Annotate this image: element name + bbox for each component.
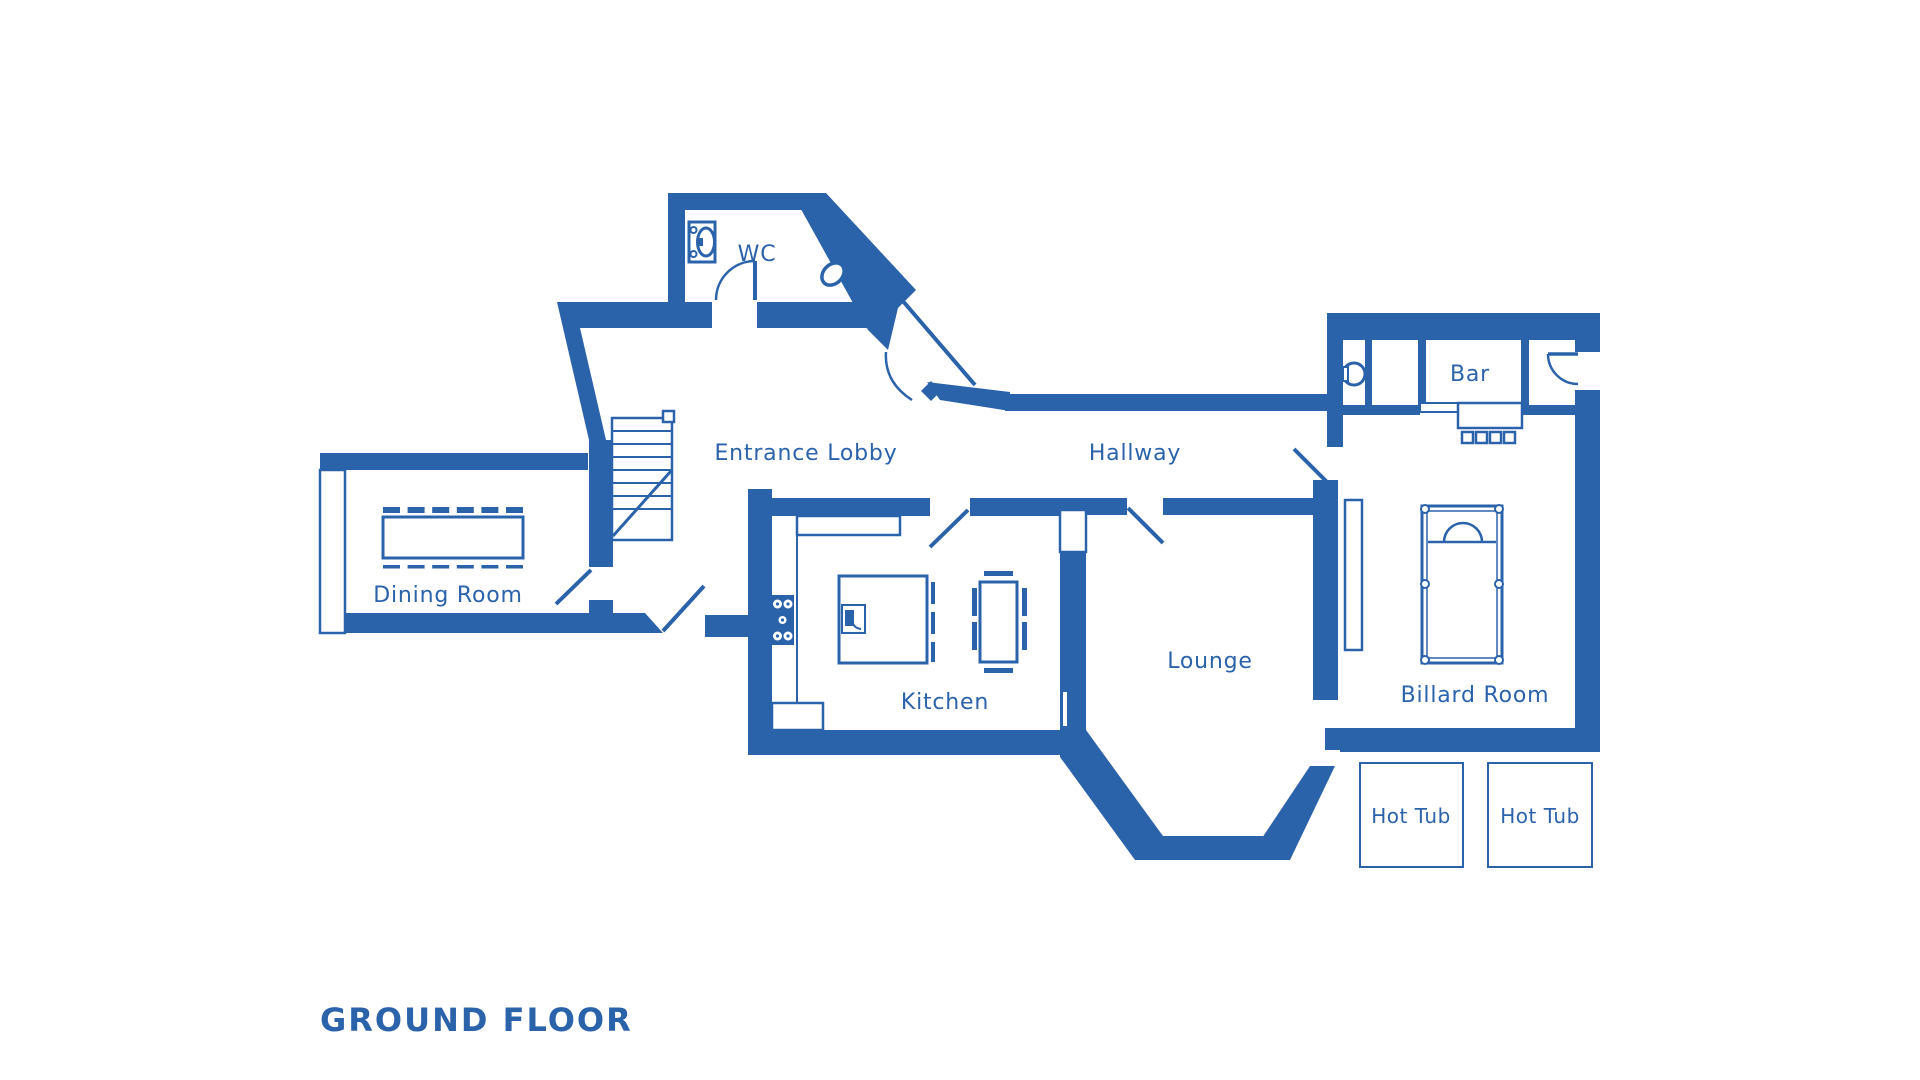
- windows: [318, 468, 1364, 652]
- kitchen-lounge-window-slot: [1063, 692, 1067, 726]
- dining-window: [318, 468, 347, 635]
- kitchen-lounge-wall-top-stub: [1060, 498, 1086, 512]
- bar-counter-thin: [1419, 402, 1459, 413]
- bar-door-arc: [1546, 353, 1579, 386]
- dining-door-leaf: [554, 568, 593, 606]
- bay-bottom-wall: [1137, 836, 1263, 860]
- lounge-door-leaf: [1126, 506, 1165, 545]
- room-label-hot-tub-2: Hot Tub: [1500, 804, 1580, 828]
- room-label-billard-room: Billard Room: [1401, 683, 1550, 708]
- bar-toilet-icon: [1341, 361, 1367, 387]
- billard-bottom-wall: [1340, 728, 1600, 752]
- entrance-wall-tip: [645, 613, 663, 633]
- wc-diagonal-wall: [792, 193, 916, 350]
- billard-right-wall-b: [1575, 390, 1600, 752]
- wc-top-wall: [668, 193, 807, 210]
- kitchen-table: [972, 571, 1027, 673]
- room-label-dining-room: Dining Room: [373, 583, 522, 608]
- alcove-bottom-wall-a: [1343, 405, 1420, 415]
- wc-toilet-icon: [820, 251, 856, 287]
- entrance-door-leaf: [661, 584, 706, 633]
- diagonal-door-cap: [921, 381, 941, 401]
- room-label-entrance-lobby: Entrance Lobby: [714, 441, 897, 466]
- dining-table: [381, 507, 525, 569]
- kitchen-island: [837, 574, 929, 665]
- page-title: GROUND FLOOR: [320, 1001, 633, 1039]
- island-dash-line: [931, 582, 935, 662]
- billard-door-leaf: [1292, 447, 1329, 484]
- dining-chairs-top: [383, 507, 523, 513]
- kitchen-counter-top: [795, 514, 902, 537]
- billard-top-wall: [1327, 313, 1600, 340]
- kitchen-counter-bottom: [770, 701, 825, 732]
- wc-sink-icon: [687, 220, 717, 264]
- labels: WC Entrance Lobby Hallway Dining Room Ki…: [320, 242, 1580, 1039]
- hallway-bottom-wall-a: [748, 498, 930, 516]
- kitchen-left-wall: [748, 489, 772, 755]
- room-label-hallway: Hallway: [1089, 441, 1181, 466]
- lounge-billard-wall: [1313, 480, 1338, 700]
- diagonal-door-arc: [884, 351, 913, 402]
- hot-tubs: [1359, 762, 1593, 868]
- bar-stools: [1460, 430, 1517, 445]
- stair-diagonal: [611, 470, 673, 537]
- bay-right-wall: [1262, 766, 1335, 860]
- hallway-bottom-wall-b: [970, 498, 1060, 516]
- room-label-lounge: Lounge: [1167, 649, 1253, 674]
- lobby-top-wall: [557, 302, 712, 328]
- wc-door-arc: [714, 259, 756, 301]
- kitchen-bottom-wall: [748, 730, 1072, 755]
- doors: [554, 259, 1579, 633]
- kitchen-pass-window: [1058, 508, 1088, 554]
- kitchen-door-leaf: [928, 508, 970, 549]
- room-label-hot-tub-1: Hot Tub: [1371, 804, 1451, 828]
- walls: [320, 193, 1600, 860]
- pool-table-pockets: [1420, 504, 1504, 665]
- dining-top-wall: [320, 453, 588, 470]
- lounge-top-wall-a: [1086, 498, 1127, 515]
- room-label-kitchen: Kitchen: [901, 690, 989, 715]
- alcove-bottom-wall-b: [1522, 405, 1575, 415]
- lobby-dining-wall: [589, 440, 613, 567]
- island-sink-icon: [841, 604, 866, 634]
- lobby-dining-wall-stub: [589, 600, 613, 616]
- room-label-bar: Bar: [1450, 362, 1490, 387]
- stove-icon: [771, 595, 794, 645]
- room-label-wc: WC: [738, 242, 777, 267]
- kitchen-fixtures: [770, 514, 1027, 732]
- hot-tub-2-box: [1487, 762, 1593, 868]
- diagonal-door-leaf: [900, 298, 977, 387]
- wc-left-wall: [668, 193, 685, 302]
- diagonal-wall-lower-chunk: [927, 382, 1010, 411]
- pool-table: [1420, 504, 1504, 665]
- lounge-top-wall-b: [1163, 498, 1313, 515]
- hot-tub-1-box: [1359, 762, 1464, 868]
- lobby-left-wall: [557, 302, 606, 440]
- alcove-divider-left: [1418, 340, 1426, 405]
- dining-bottom-wall: [345, 613, 645, 633]
- alcove-divider-thin: [1365, 340, 1372, 405]
- billard-left-wall: [1327, 340, 1343, 447]
- billard-radiator: [1343, 498, 1364, 652]
- bar-counter: [1456, 401, 1524, 430]
- staircase: [610, 409, 676, 542]
- hallway-top-wall: [1005, 394, 1327, 411]
- bar-fixtures: [1341, 361, 1524, 445]
- billard-right-wall-a: [1575, 340, 1600, 352]
- dining-chairs-bottom: [383, 565, 523, 569]
- bay-left-wall: [1060, 730, 1163, 860]
- pool-table-d-arc: [1442, 521, 1484, 543]
- stair-newel: [661, 409, 676, 424]
- alcove-divider-right: [1521, 340, 1529, 405]
- entrance-wall-right: [705, 615, 750, 637]
